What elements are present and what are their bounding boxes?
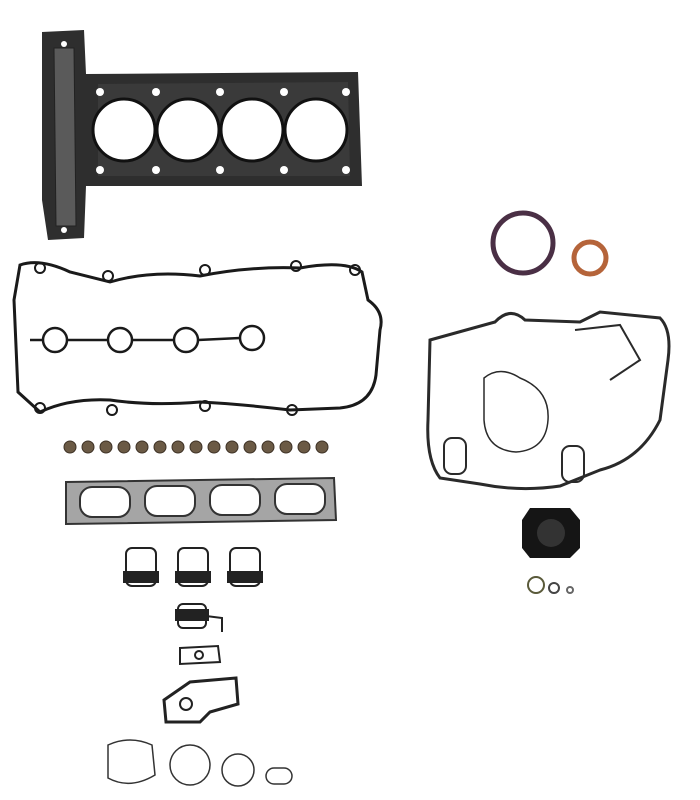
bottom-o-rings (107, 739, 293, 787)
large-o-ring (490, 210, 556, 276)
small-gaskets (123, 547, 263, 724)
small-washers (527, 576, 574, 594)
cylinder-head-gasket (42, 30, 362, 240)
valve-cover-gasket (12, 260, 383, 416)
timing-cover-gasket (426, 310, 671, 491)
square-rubber-gasket (522, 508, 580, 558)
orange-seal-ring (571, 239, 609, 277)
valve-stem-seals (63, 440, 329, 454)
exhaust-manifold-gasket (65, 476, 338, 526)
